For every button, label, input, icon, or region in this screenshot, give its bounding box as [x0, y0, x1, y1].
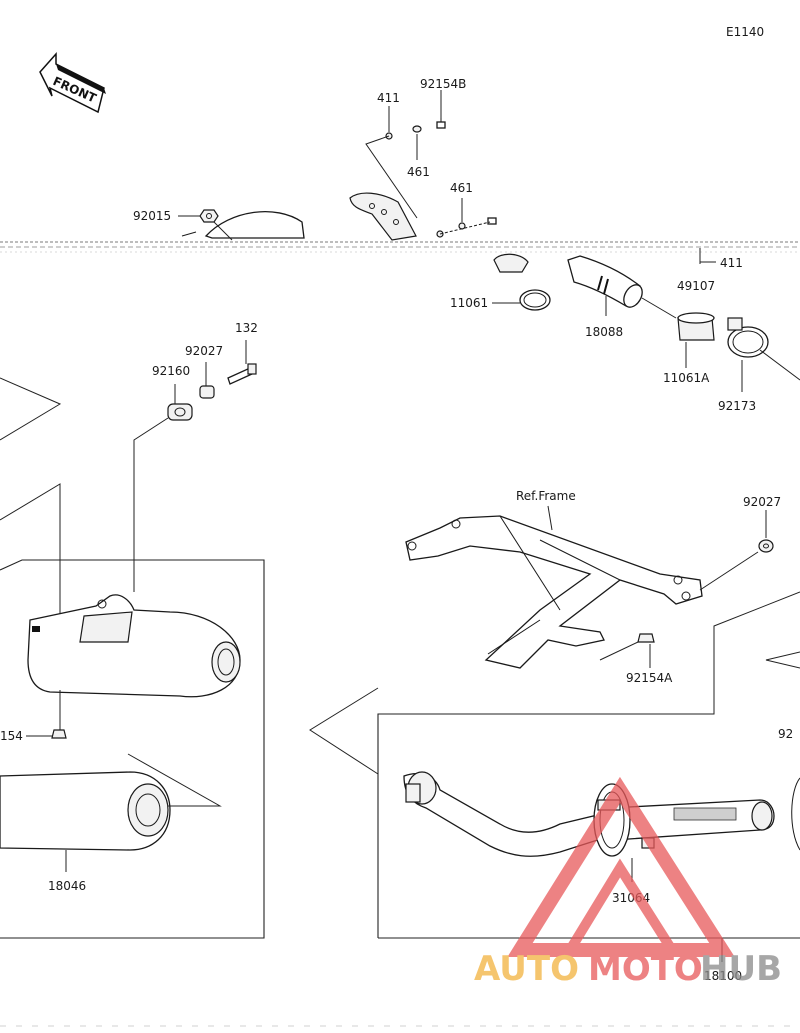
label-18100: 18100: [704, 969, 742, 983]
label-132: 132: [235, 321, 258, 335]
label-18046: 18046: [48, 879, 86, 893]
exhaust-bracket: [349, 192, 417, 241]
label-18088: 18088: [585, 325, 623, 339]
scan-noise-band: [0, 241, 800, 253]
bolt-132: [227, 340, 257, 385]
label-11061: 11061: [450, 296, 488, 310]
label-461-lower: 461: [450, 181, 473, 195]
rear-frame: [405, 515, 703, 669]
label-92154A: 92154A: [626, 671, 673, 685]
washer-92027: [199, 362, 215, 399]
nut-92015: [178, 209, 233, 241]
leader-right: [674, 591, 800, 715]
label-92160: 92160: [152, 364, 190, 378]
watermark-hub: HUB: [700, 949, 782, 989]
label-92027-right: 92027: [743, 495, 781, 509]
label-ref-frame: Ref.Frame: [516, 489, 576, 503]
label-92173: 92173: [718, 399, 756, 413]
leader-left-top: [0, 377, 62, 441]
label-461-upper: 461: [407, 165, 430, 179]
label-92154B: 92154B: [420, 77, 466, 91]
watermark-auto: AUTO: [474, 949, 579, 989]
bolt-92154A: [599, 633, 655, 668]
front-arrow-icon: FRONT: [39, 52, 106, 114]
washer-92027-right: [699, 510, 774, 591]
exhaust-pipe-18088: [567, 255, 643, 316]
label-92027-upper: 92027: [185, 344, 223, 358]
label-92015: 92015: [133, 209, 171, 223]
leader-center-left: [309, 687, 379, 775]
leader-left-mid: [0, 483, 61, 640]
label-11061A: 11061A: [663, 371, 710, 385]
side-bolt: [436, 198, 497, 238]
clamp-92173: [727, 317, 800, 392]
label-49107: 49107: [677, 279, 715, 293]
label-411-top: 411: [377, 91, 400, 105]
sleeve-11061A: [641, 297, 715, 368]
muffler-assembly-box: [0, 559, 265, 939]
label-411-right: 411: [720, 256, 743, 270]
leader-right-small: [765, 651, 800, 669]
grommet-92160: [133, 384, 193, 592]
pipe-assembly-box: [377, 713, 674, 938]
watermark-logo: AUTO MOTO HUB: [474, 776, 782, 989]
muffler-body: [27, 594, 241, 739]
label-154: 154: [0, 729, 23, 743]
diagram-code: E1140: [726, 25, 764, 39]
watermark-moto: MOTO: [588, 949, 703, 989]
silencer-cover-18046: [0, 753, 222, 872]
mounting-bolt-top: [365, 90, 446, 219]
gasket-11061: [492, 253, 551, 311]
label-92-partial: 92: [778, 727, 793, 741]
